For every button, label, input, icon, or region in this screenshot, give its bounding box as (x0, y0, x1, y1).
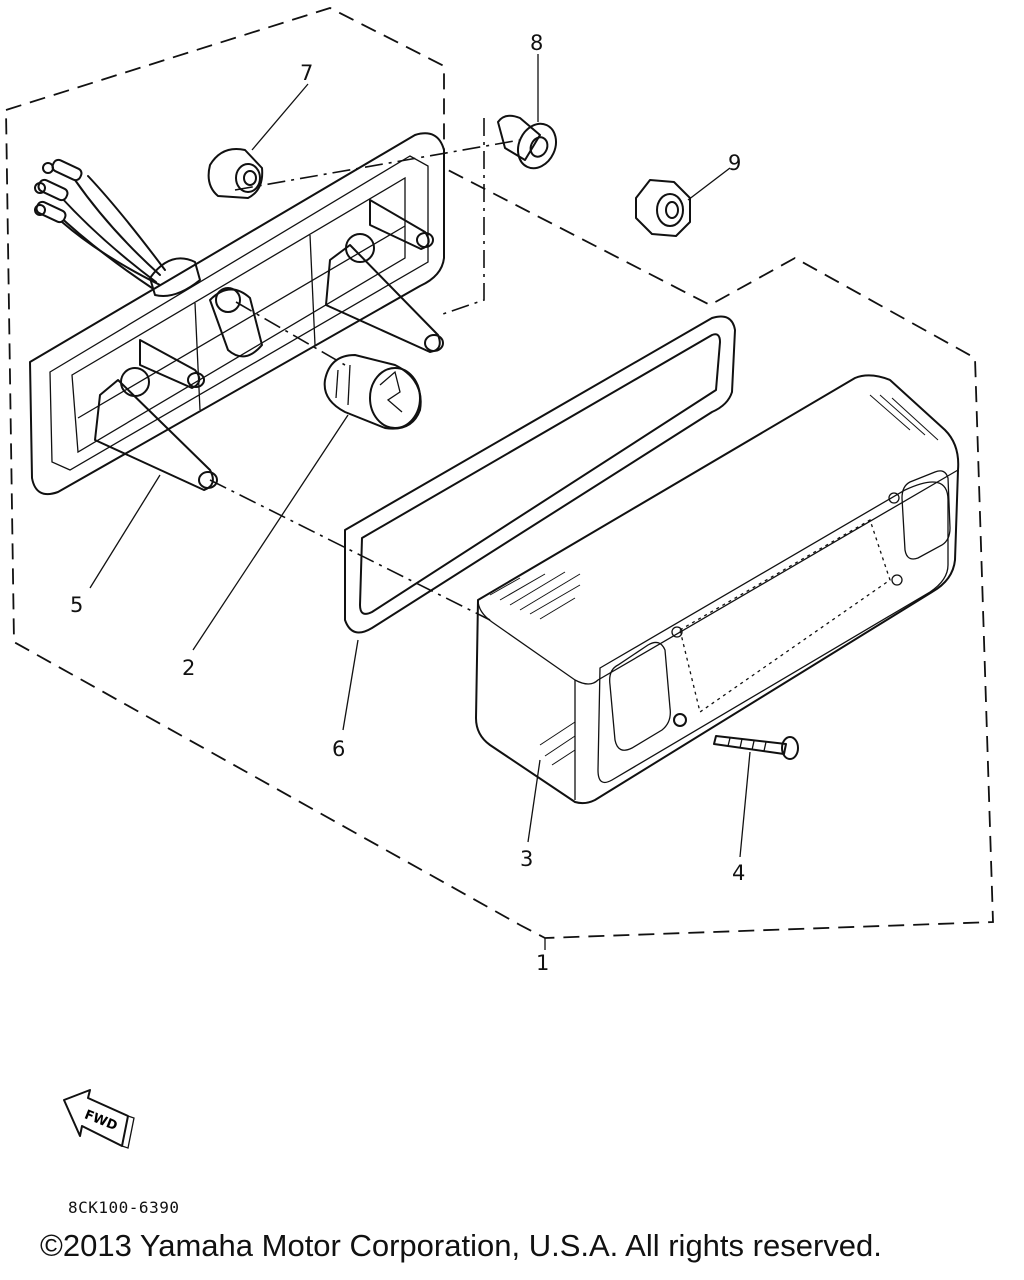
callouts: 7 8 9 5 2 6 3 4 1 (70, 31, 745, 975)
fwd-arrow-icon: FWD (63, 1089, 135, 1149)
callout-3: 3 (520, 847, 533, 871)
callout-9: 9 (728, 151, 741, 175)
callout-8: 8 (530, 31, 543, 55)
collar (497, 114, 557, 170)
grommet (207, 148, 264, 199)
screw (713, 735, 799, 760)
assembly-boundary (5, 7, 994, 939)
callout-5: 5 (70, 593, 83, 617)
copyright-notice: ©2013 Yamaha Motor Corporation, U.S.A. A… (40, 1228, 882, 1263)
lamp-housing (29, 132, 445, 496)
callout-7: 7 (300, 61, 313, 85)
leader-lines (89, 54, 751, 950)
callout-2: 2 (182, 656, 195, 680)
gasket (344, 315, 736, 634)
callout-4: 4 (732, 861, 745, 885)
part-code: 8CK100-6390 (68, 1198, 180, 1217)
lens (475, 374, 960, 805)
fwd-label: FWD (82, 1108, 119, 1135)
wire-harness (34, 158, 166, 289)
bulb (323, 354, 422, 430)
nut (635, 179, 691, 237)
callout-1: 1 (536, 951, 549, 975)
callout-6: 6 (332, 737, 345, 761)
alignment-lines (209, 118, 521, 621)
